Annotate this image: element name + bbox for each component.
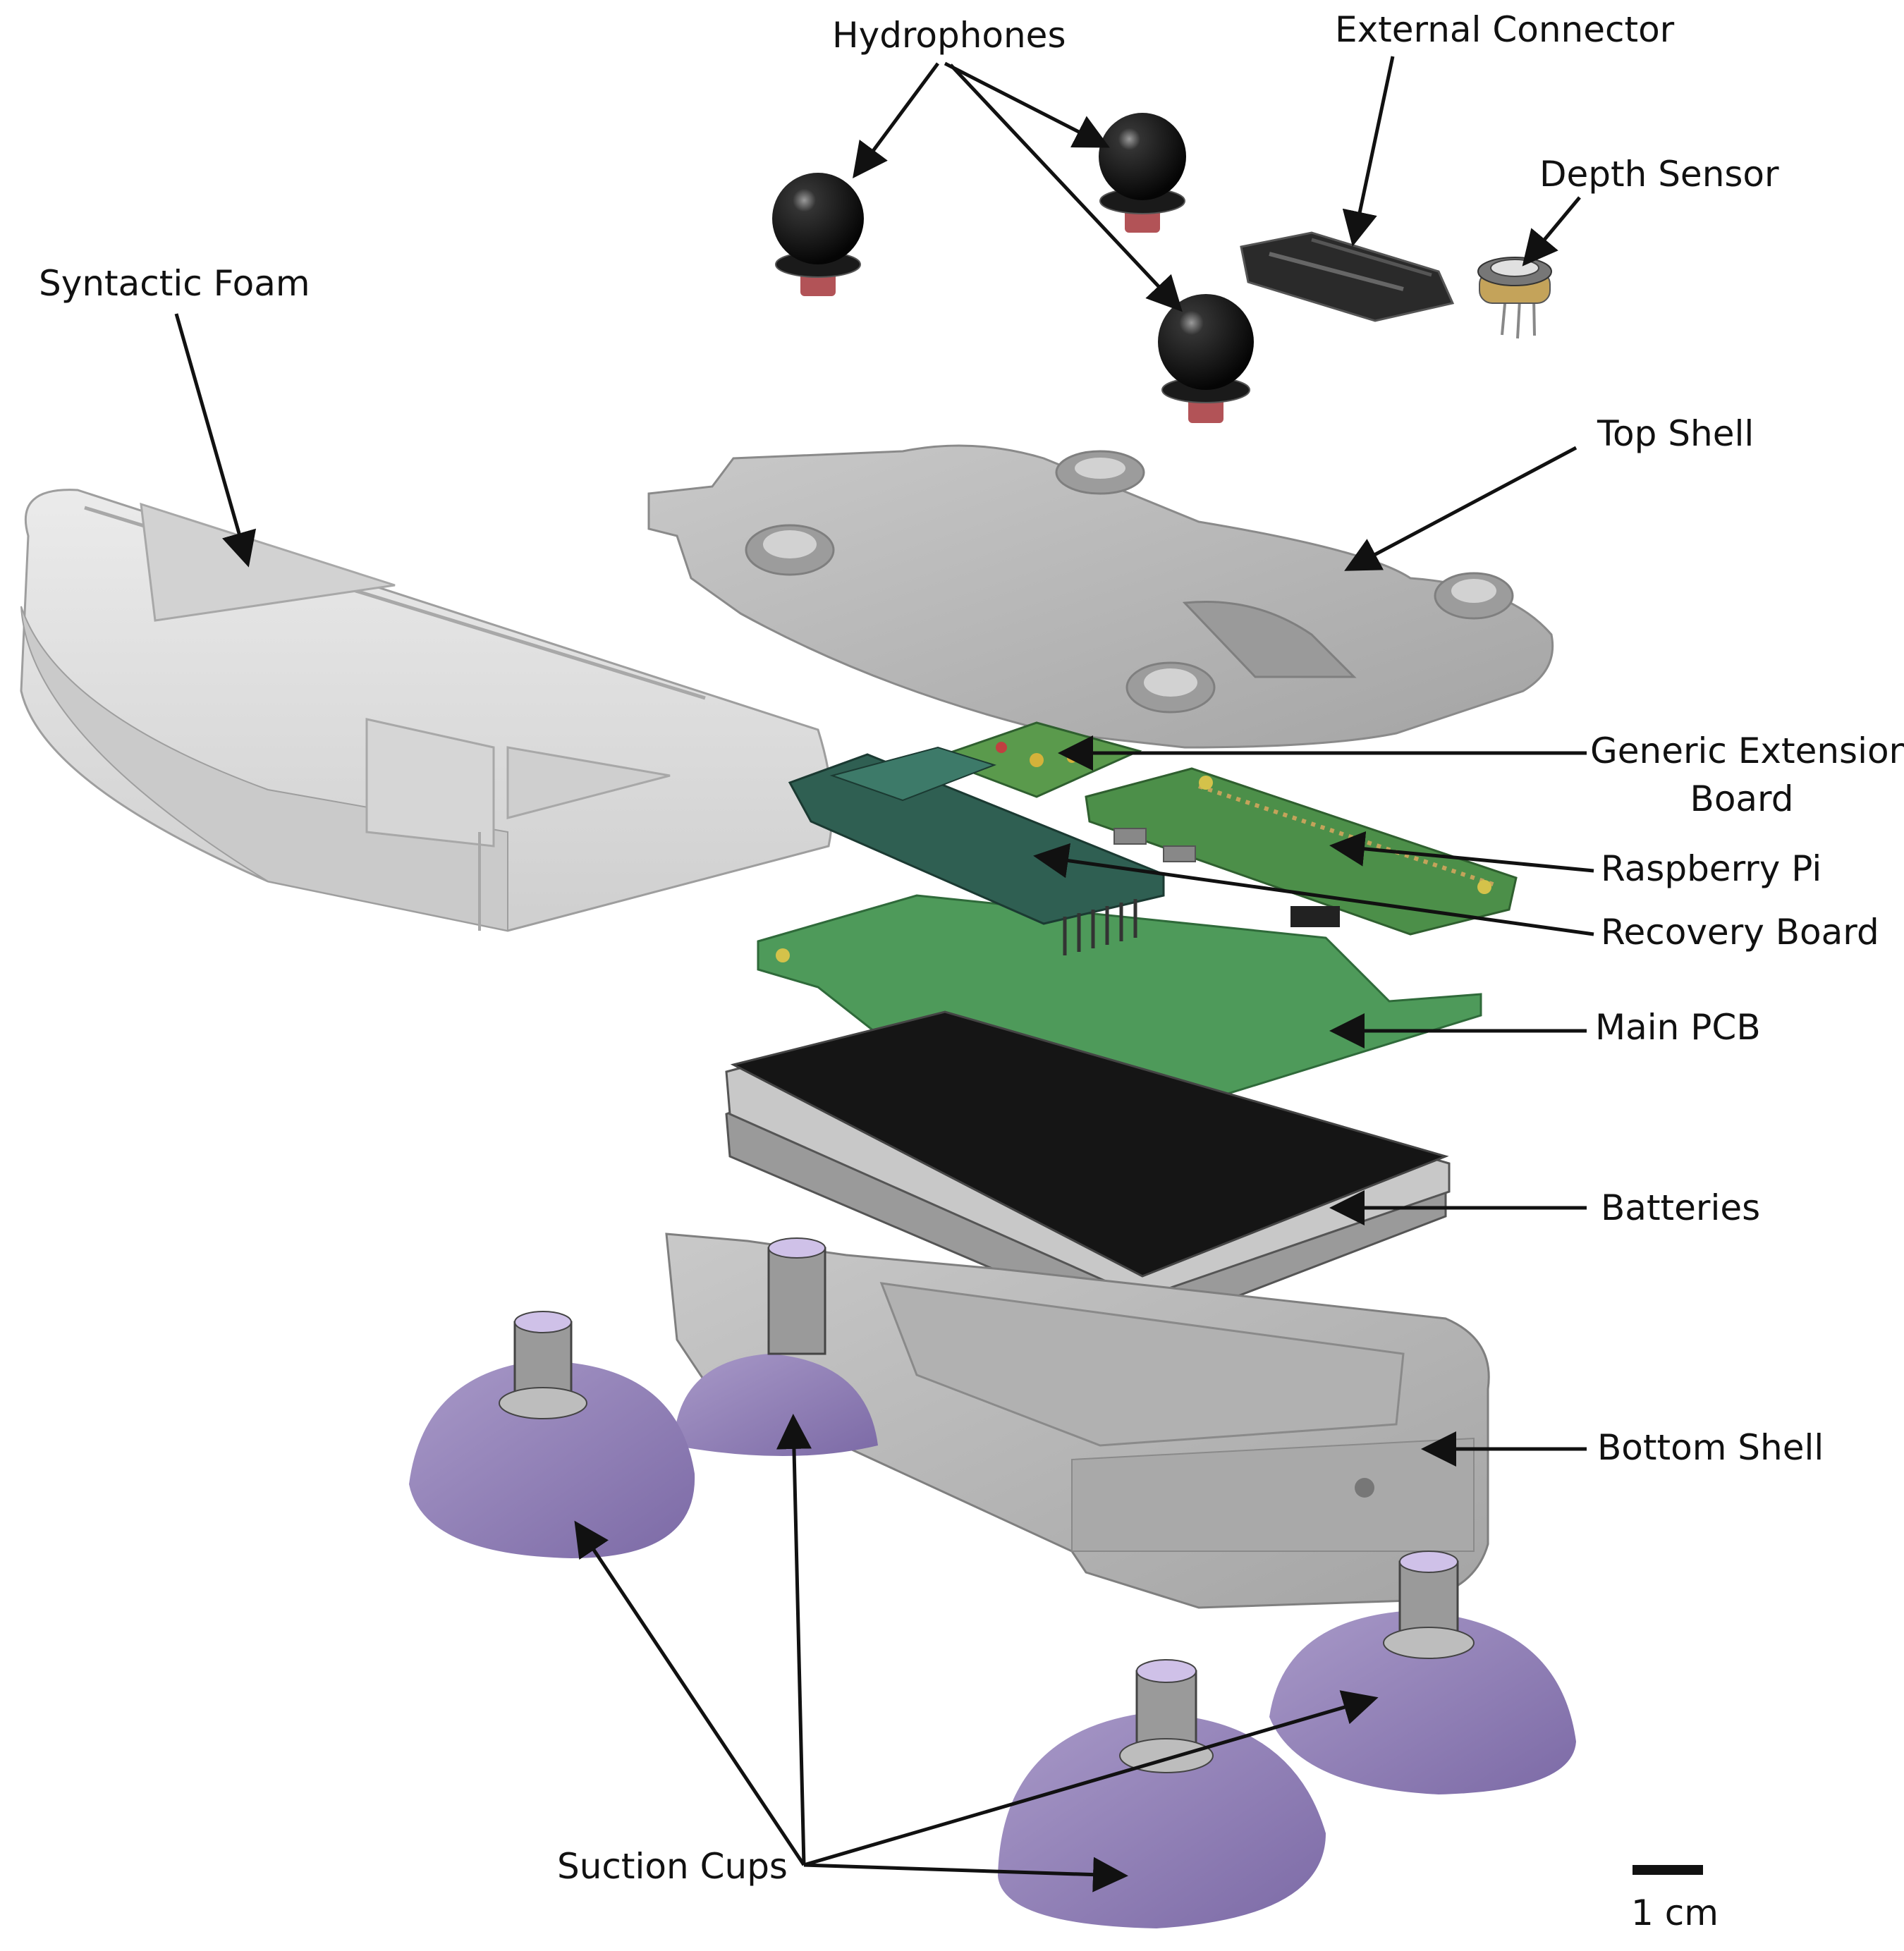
hydrophone-middle [1099, 113, 1186, 233]
syntactic-foam-part [20, 489, 834, 932]
arrow-suction-cup-1 [574, 1520, 806, 1866]
label-hydrophones: Hydrophones [832, 15, 1066, 56]
hydrophone-left [772, 173, 864, 296]
label-batteries: Batteries [1601, 1187, 1761, 1228]
leader-arrows [174, 56, 1594, 1892]
label-external-connector: External Connector [1335, 9, 1675, 50]
label-generic-extension-line2: Board [1690, 778, 1794, 819]
bottom-shell-part [665, 1233, 1490, 1609]
suction-cup-front-left [409, 1311, 695, 1558]
top-shell-part [647, 444, 1554, 749]
external-connector-part [1240, 231, 1455, 322]
label-syntactic-foam: Syntactic Foam [39, 263, 310, 304]
label-depth-sensor: Depth Sensor [1539, 154, 1779, 195]
raspberry-pi-part [1085, 767, 1518, 936]
arrow-depth-sensor [1522, 196, 1581, 267]
label-scale: 1 cm [1631, 1892, 1719, 1933]
label-raspberry-pi: Raspberry Pi [1601, 848, 1822, 889]
batteries-part [725, 1010, 1451, 1334]
label-recovery-board: Recovery Board [1601, 912, 1879, 953]
label-generic-extension-line1: Generic Extension [1590, 730, 1904, 771]
arrow-suction-cup-3 [803, 1690, 1379, 1867]
scale-bar [1633, 1865, 1703, 1875]
recovery-board-part [788, 746, 1165, 955]
arrow-hydrophone-middle [944, 61, 1110, 148]
hydrophone-lower [1158, 294, 1254, 423]
suction-cup-back-left [673, 1237, 878, 1456]
label-generic-extension-board: Generic Extension Board [1590, 730, 1904, 819]
arrow-raspberry-pi [1329, 831, 1594, 873]
arrow-syntactic-foam [174, 313, 257, 568]
depth-sensor-part [1477, 257, 1552, 339]
label-main-pcb: Main PCB [1595, 1007, 1761, 1048]
label-bottom-shell: Bottom Shell [1597, 1427, 1824, 1468]
label-suction-cups: Suction Cups [557, 1846, 788, 1887]
arrow-top-shell [1344, 446, 1577, 571]
label-top-shell: Top Shell [1597, 413, 1755, 454]
arrow-suction-cup-4 [803, 1857, 1128, 1892]
suction-cup-front-right [1269, 1551, 1576, 1794]
arrow-hydrophone-lower [949, 63, 1183, 312]
arrow-suction-cup-2 [776, 1414, 812, 1866]
arrow-external-connector [1342, 56, 1395, 247]
arrow-hydrophone-left [853, 62, 940, 179]
arrow-recovery-board [1033, 843, 1594, 936]
